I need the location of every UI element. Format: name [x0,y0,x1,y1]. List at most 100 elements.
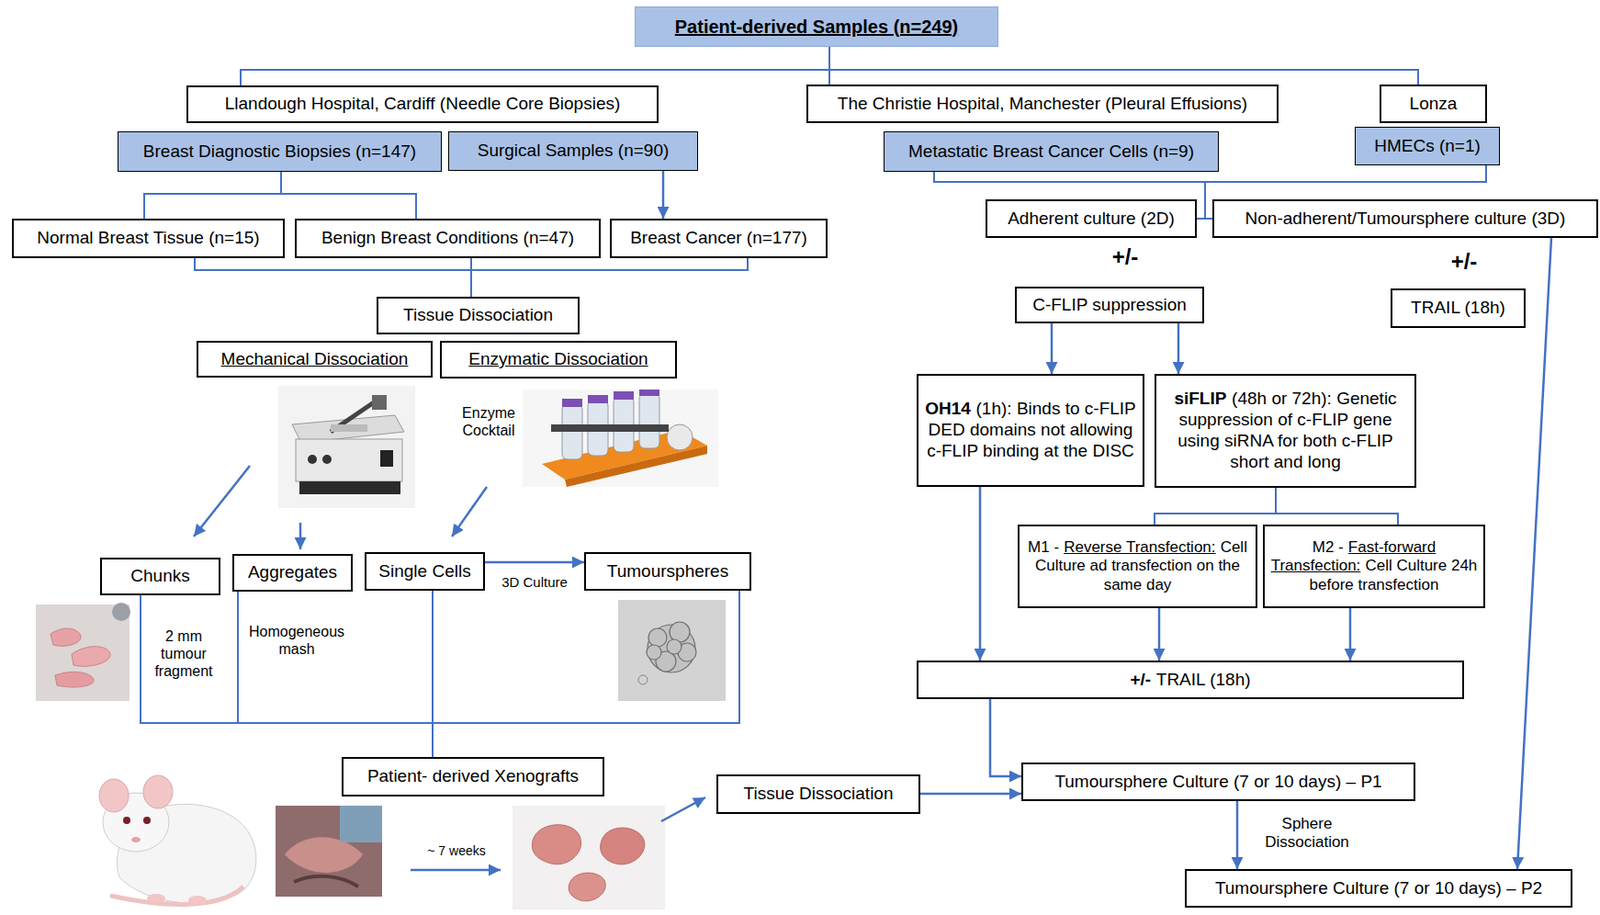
process-box: Surgical Samples (n=90) [448,131,699,171]
bracket-line [471,258,748,297]
flow-arrow [1050,323,1054,374]
box-label: Reverse Transfection: [1063,538,1216,556]
box-label: Benign Breast Conditions (n=47) [321,227,575,248]
bracket-line [194,258,472,297]
process-box: Patient- derived Xenografts [341,756,605,797]
process-box: Breast Cancer (n=177) [609,218,828,259]
process-box: Adherent culture (2D) [985,199,1197,238]
box-label: HMECs (n=1) [1374,135,1481,156]
box-text: Mechanical Dissociation [221,349,409,371]
bracket-line [829,46,1419,85]
box-label: Lonza [1409,93,1458,113]
arrow [299,522,303,550]
box-text: Metastatic Breast Cancer Cells (n=9) [908,141,1195,163]
box-label: Normal Breast Tissue (n=15) [36,227,260,248]
box-label: Tumourspheres [607,561,729,581]
process-box: Aggregates [232,553,353,592]
process-box: OH14(1h): Binds to c-FLIP DED domains no… [916,373,1145,487]
box-text: C-FLIP suppression [1032,294,1187,316]
box-text: Benign Breast Conditions (n=47) [321,227,575,249]
flow-arrow [1236,800,1240,869]
box-text: Tumourspheres [607,561,729,583]
box-text: The Christie Hospital, Manchester (Pleur… [837,93,1248,115]
box-text: M2 -Fast-forward Transfection:Cell Cultu… [1270,538,1478,595]
box-text: Tumoursphere Culture (7 or 10 days) – P1 [1054,771,1382,793]
box-label: Tumoursphere Culture (7 or 10 days) – P2 [1215,878,1543,898]
box-label: Aggregates [247,562,338,582]
box-label: siFLIP [1173,388,1227,408]
box-text: Tissue Dissociation [403,304,553,327]
box-text: Non-adherent/Tumoursphere culture (3D) [1245,208,1567,230]
box-text: Aggregates [247,562,338,584]
process-box: Breast Diagnostic Biopsies (n=147) [117,131,442,172]
edge-label: Sphere Dissociation [1256,814,1358,853]
box-label: Single Cells [378,561,471,581]
process-box: C-FLIP suppression [1014,286,1205,324]
box-text: Llandough Hospital, Cardiff (Needle Core… [225,93,621,115]
box-label: Tissue Dissociation [403,304,553,325]
box-text: M1 -Reverse Transfection:Cell Culture ad… [1025,538,1251,595]
tumour-chunks-photo [35,602,131,701]
process-box: Llandough Hospital, Cardiff (Needle Core… [186,85,659,124]
box-label: TRAIL (18h) [1156,669,1251,689]
box-label: Mechanical Dissociation [221,349,409,369]
box-label: Tissue Dissociation [743,783,894,803]
flow-arrow [1177,323,1181,374]
arrow [410,868,501,872]
flow-arrow [662,170,665,219]
box-label: Breast Diagnostic Biopsies (n=147) [143,141,417,161]
annotation: Homogeneous mash [246,622,348,658]
process-box: The Christie Hospital, Manchester (Pleur… [806,84,1279,124]
box-label: +/- [1129,669,1151,689]
process-box: Metastatic Breast Cancer Cells (n=9) [883,131,1219,172]
box-label: C-FLIP suppression [1032,294,1187,315]
process-box: Tumourspheres [584,552,752,591]
box-text: Breast Cancer (n=177) [630,227,808,249]
box-label: Llandough Hospital, Cardiff (Needle Core… [225,93,621,113]
box-label: The Christie Hospital, Manchester (Pleur… [837,93,1248,113]
bracket-line [144,171,282,219]
arrow [193,465,250,537]
annotation: Enzyme Cocktail [458,404,519,440]
box-text: Tissue Dissociation [743,783,894,805]
arrow [661,797,706,822]
process-box: Tumoursphere Culture (7 or 10 days) – P1 [1021,762,1416,801]
xenograft-skin-photo [275,805,383,897]
annotation: +/- [1104,244,1146,271]
box-label: TRAIL (18h) [1410,297,1506,317]
box-text: Normal Breast Tissue (n=15) [36,227,260,249]
box-text: Tumoursphere Culture (7 or 10 days) – P2 [1215,878,1543,900]
process-box: TRAIL (18h) [1390,288,1526,328]
box-label: Breast Cancer (n=177) [630,227,808,248]
box-text: Chunks [130,565,190,587]
bracket-line [432,590,740,757]
flow-arrow [979,486,982,661]
tissue-chopper-photo [278,385,416,508]
process-box: Normal Breast Tissue (n=15) [11,218,285,259]
mouse-illustration [99,775,257,905]
process-box: Single Cells [364,552,485,591]
box-text: Patient- derived Xenografts [367,766,579,788]
process-box: Patient-derived Samples (n=249) [634,6,999,47]
box-text: +/-TRAIL (18h) [1129,669,1251,691]
box-text: Surgical Samples (n=90) [477,140,670,162]
box-text: Single Cells [378,561,471,583]
annotation: 2 mm tumour fragment [150,627,217,681]
process-box: siFLIP(48h or 72h): Genetic suppression … [1154,373,1417,488]
flow-arrow [1158,608,1161,661]
process-box: M1 -Reverse Transfection:Cell Culture ad… [1017,524,1258,609]
process-box: Non-adherent/Tumoursphere culture (3D) [1212,199,1599,238]
enzyme-rotator-photo [522,389,719,487]
process-box: Lonza [1379,84,1488,124]
box-text: OH14(1h): Binds to c-FLIP DED domains no… [923,398,1138,462]
excised-tumours-photo [512,805,665,910]
process-box: Mechanical Dissociation [196,340,433,378]
arrow [451,486,487,537]
box-text: Patient-derived Samples (n=249) [675,15,958,38]
box-text: Lonza [1409,93,1458,115]
bracket-line [240,46,830,86]
box-label: Surgical Samples (n=90) [477,140,670,160]
box-label: Enzymatic Dissociation [468,349,648,369]
box-text: Adherent culture (2D) [1007,208,1175,230]
box-label: M2 - [1312,538,1344,556]
